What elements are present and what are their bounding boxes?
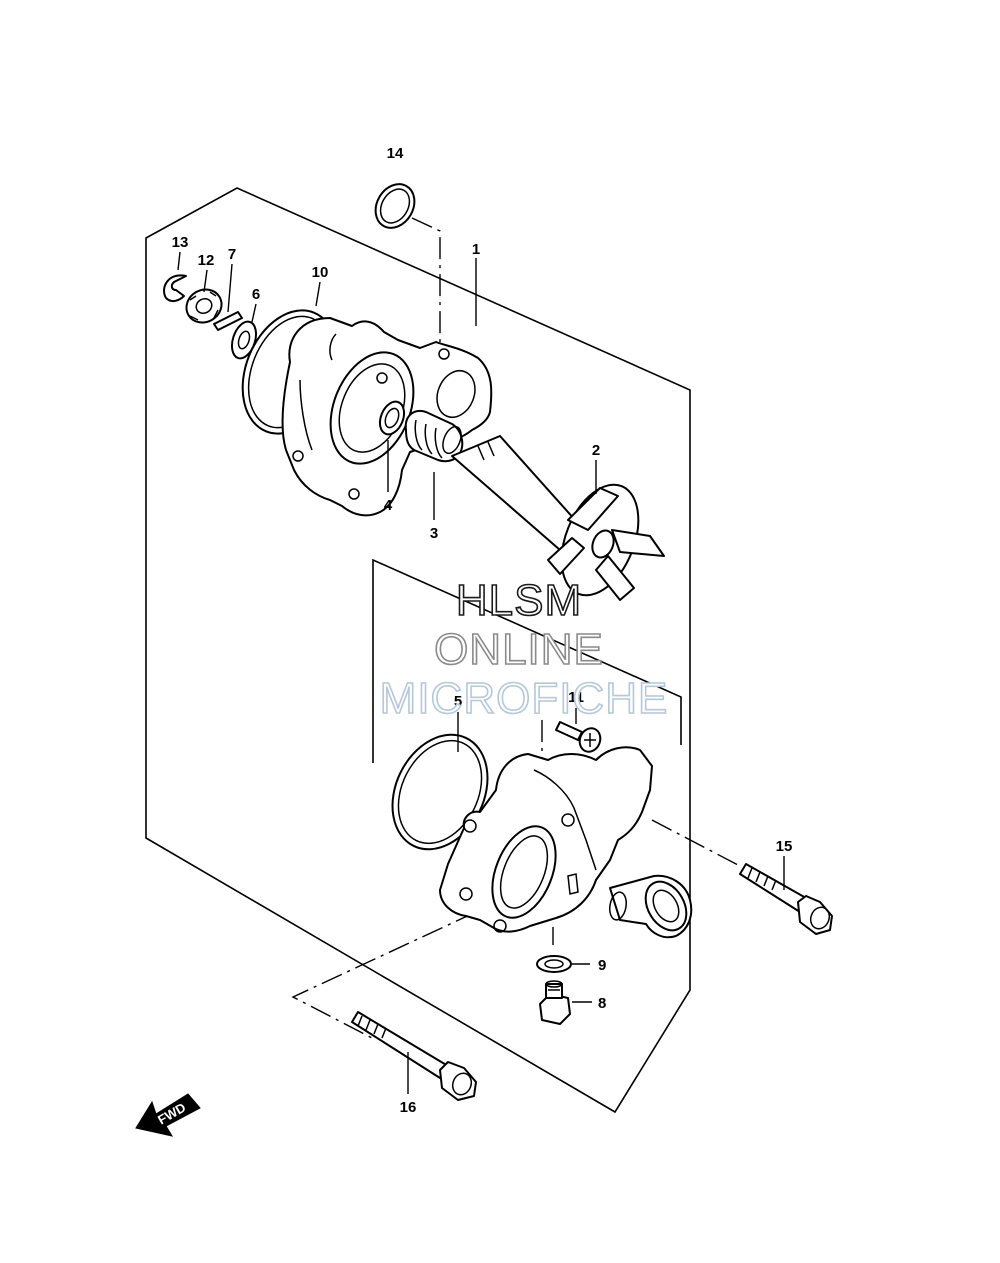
callout-10: 10 [312, 264, 329, 281]
screw-11 [555, 721, 602, 753]
callout-8: 8 [598, 995, 606, 1012]
watermark: HLSM ONLINE MICROFICHE [379, 575, 669, 724]
callouts: 1 2 3 4 5 6 7 8 9 10 11 12 13 14 15 16 [172, 145, 793, 1116]
o-ring-14 [374, 183, 416, 229]
callout-4: 4 [384, 497, 393, 514]
leader-lines [177, 251, 785, 1094]
gear-12 [185, 288, 223, 324]
callout-2: 2 [592, 442, 600, 459]
callout-1: 1 [472, 241, 480, 258]
subassembly-frame [372, 558, 682, 763]
oil-seal-4 [378, 400, 406, 436]
watermark-line-1: HLSM [456, 576, 582, 625]
e-clip-13 [163, 274, 187, 303]
callout-5: 5 [454, 693, 462, 710]
bolt-16 [351, 1011, 477, 1101]
pump-cover [439, 746, 653, 933]
callout-12: 12 [198, 252, 215, 269]
callout-6: 6 [252, 286, 260, 303]
watermark-line-3: MICROFICHE [380, 674, 669, 723]
outlet-pipe [609, 874, 693, 939]
fwd-arrow: FWD [135, 1093, 201, 1137]
pin-7 [213, 311, 243, 331]
callout-15: 15 [776, 838, 793, 855]
callout-11: 11 [568, 689, 584, 706]
impeller-shaft-2 [451, 435, 585, 551]
gasket-9 [536, 955, 572, 973]
assembly-frame [145, 187, 691, 1114]
callout-14: 14 [387, 145, 404, 162]
callout-3: 3 [430, 525, 438, 542]
callout-9: 9 [598, 957, 606, 974]
callout-7: 7 [228, 246, 236, 263]
bolt-15 [739, 863, 833, 935]
drain-bolt-8 [539, 980, 571, 1025]
callout-16: 16 [400, 1099, 417, 1116]
watermark-line-2: ONLINE [434, 625, 604, 674]
impeller-2 [547, 483, 665, 601]
callout-13: 13 [172, 234, 189, 251]
